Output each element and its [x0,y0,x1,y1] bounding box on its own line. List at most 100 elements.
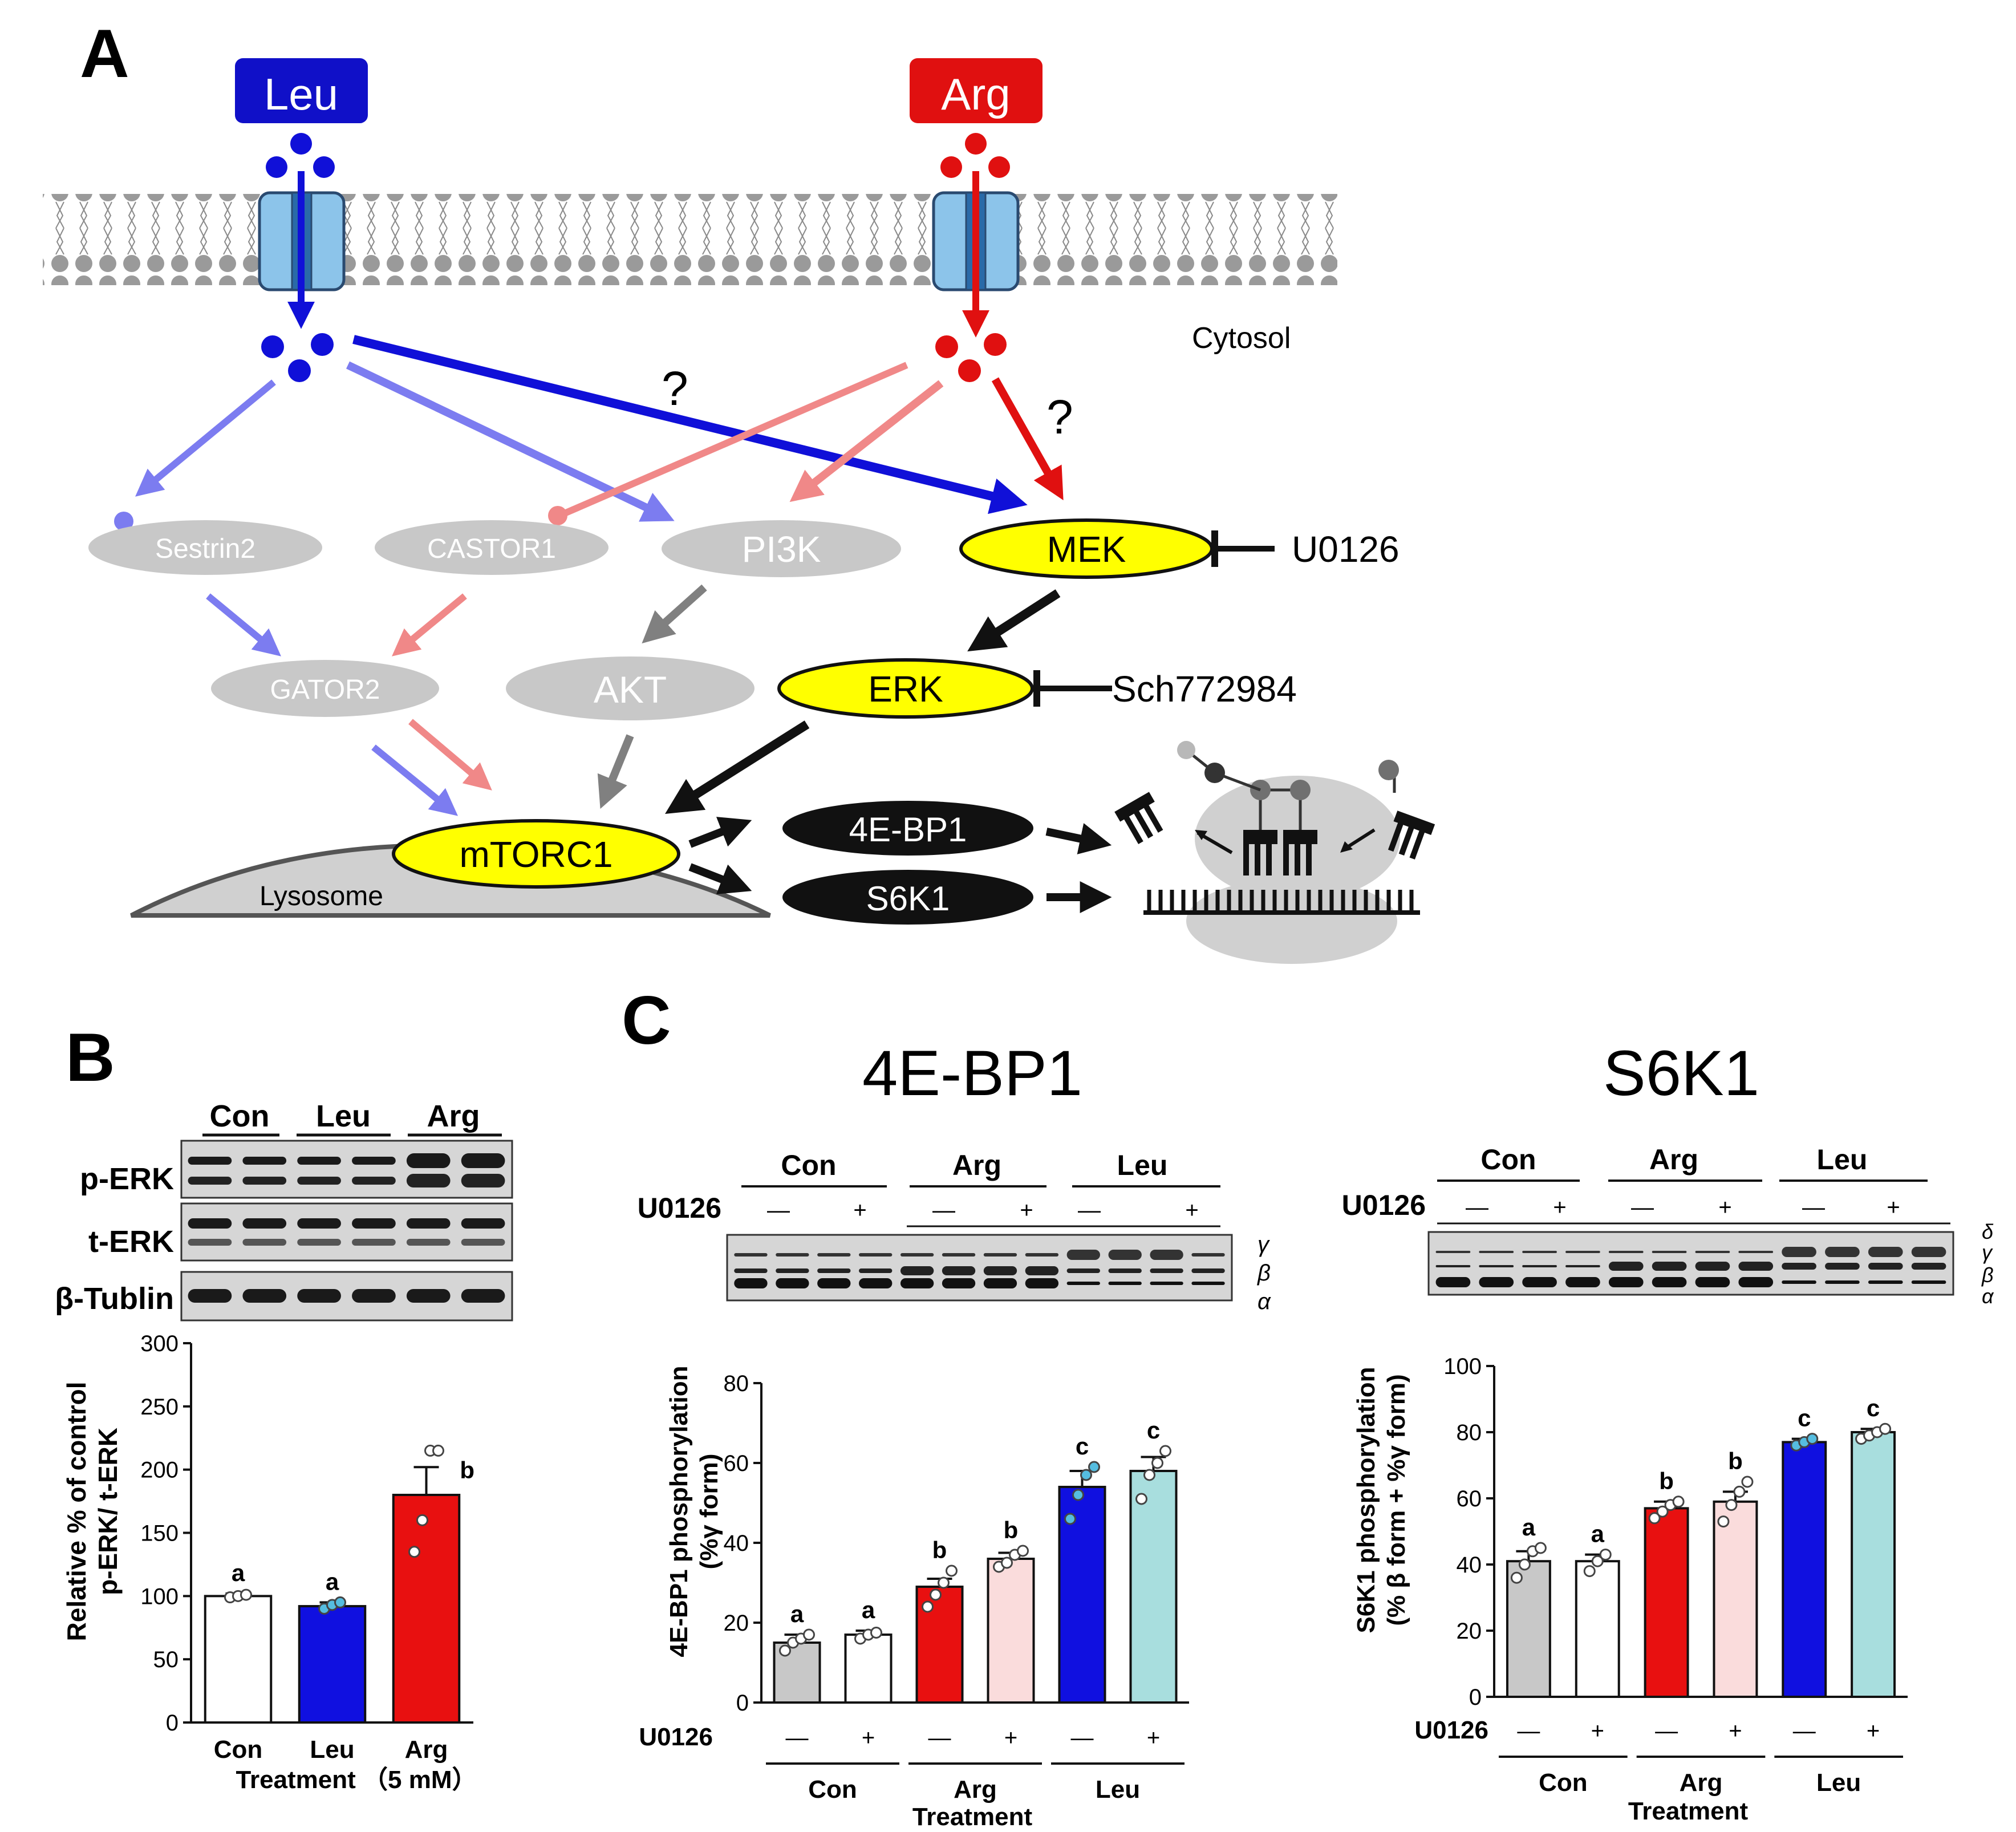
blot-band [1191,1268,1225,1273]
blot-band [461,1218,505,1229]
blot-beta-tubulin [180,1271,513,1322]
minus-sign: — [1793,1718,1816,1744]
arg-label: Arg [941,69,1010,119]
sestrin2-to-gator2-arrow [206,593,281,656]
blot-band [297,1289,341,1303]
blot-band [1150,1250,1183,1260]
blot-band [352,1289,396,1303]
bar [204,1595,273,1724]
blot-c1-u0126-label: U0126 [638,1192,721,1224]
minus-sign: — [1517,1718,1540,1744]
data-point [1534,1542,1547,1554]
x-group-label: Con [1539,1769,1588,1797]
blot-band [1652,1277,1687,1287]
blot-band [1191,1253,1225,1257]
y-tick-label: 300 [140,1331,179,1356]
blot-band [1608,1262,1644,1271]
data-point [1135,1493,1147,1505]
significance-letter: a [326,1568,339,1595]
y-tick-label: 60 [1457,1486,1482,1511]
blot-band [1911,1263,1946,1270]
arg-to-mek-arrow [991,377,1064,501]
gator2-to-mtorc1-arrow-red [408,719,492,791]
data-point [870,1627,882,1639]
blot-band [1782,1280,1816,1284]
y-tick-label: 0 [1469,1685,1482,1710]
plus-sign: + [1185,1198,1198,1223]
blot-c2-form-alpha: α [1982,1284,1994,1308]
blot-band [1825,1247,1860,1257]
blot-band [1782,1247,1816,1257]
blot-c1-header-lines [741,1185,1220,1227]
blot-c1-form-alpha: α [1258,1289,1271,1314]
data-point [1518,1558,1531,1571]
ribosome-translation-icon [1114,741,1435,964]
x-tick-label: Leu [310,1736,354,1764]
blot-band [983,1266,1017,1275]
blot-p-erk [180,1140,513,1199]
blot-band [1608,1277,1644,1287]
significance-letter: b [460,1457,474,1484]
blot-band [1108,1268,1142,1273]
blot-band [1435,1251,1471,1253]
erk-label: ERK [868,668,943,710]
blot-band [1868,1280,1903,1284]
leu-molecules-inside [261,333,334,382]
akt-label: AKT [594,668,667,711]
data-point [1733,1485,1746,1498]
blot-c2-form-delta: δ [1982,1220,1994,1243]
x-group-label: Arg [954,1776,997,1803]
panel-a: A Leu Arg Cytosol ? [43,15,1435,964]
data-point [946,1565,958,1577]
question-mark-arg: ? [1046,390,1073,444]
x-group-label: Leu [1816,1769,1861,1797]
bar [298,1605,367,1724]
pi3k-label: PI3K [742,529,821,570]
castor1-label: CASTOR1 [427,534,556,564]
data-point [938,1576,950,1589]
chart-c2-xlabel: Treatment [1628,1797,1749,1825]
blot-band [817,1268,851,1273]
blot-band [1522,1277,1557,1287]
data-point [930,1588,942,1601]
blot-band [352,1239,396,1246]
cell-membrane [43,194,1337,285]
blot-c2-form-beta: β [1981,1263,1994,1287]
significance-letter: c [1867,1395,1880,1421]
blot-s6k1 [1427,1231,1954,1296]
panel-b-letter: B [66,1019,115,1096]
y-tick-label: 40 [1457,1553,1482,1578]
blot-band [297,1239,341,1246]
data-point [1672,1495,1685,1508]
blot-band [1738,1277,1774,1287]
blot-band [1025,1278,1059,1288]
mtorc1-node [392,819,680,889]
blot-row-t-erk: t-ERK [88,1225,174,1259]
arg-to-pi3k-arrow [789,380,944,502]
minus-sign: — [1802,1195,1825,1220]
blot-band [942,1253,976,1257]
blot-band [1738,1251,1774,1253]
data-point [1656,1505,1669,1518]
blot-band [1565,1277,1600,1287]
y-tick-label: 200 [140,1458,179,1483]
4ebp1-label: 4E-BP1 [849,810,967,849]
blot-band [352,1157,396,1165]
u0126-label: U0126 [1292,529,1400,570]
blot-4ebp1 [726,1234,1233,1302]
blot-band [1435,1265,1471,1267]
blot-band [1695,1251,1730,1253]
arg-molecules-outside [940,133,1010,178]
bar [844,1634,893,1704]
data-point [1159,1445,1171,1457]
blot-band [297,1218,341,1229]
blot-band [406,1239,451,1246]
blot-band [734,1268,768,1273]
plus-sign: + [1887,1195,1900,1220]
blot-band [352,1177,396,1185]
blot-band [1825,1280,1860,1284]
chart-c1-ylabel-2: (%γ form) [695,1454,723,1570]
panel-a-letter: A [80,15,129,92]
blot-band [1150,1268,1183,1273]
